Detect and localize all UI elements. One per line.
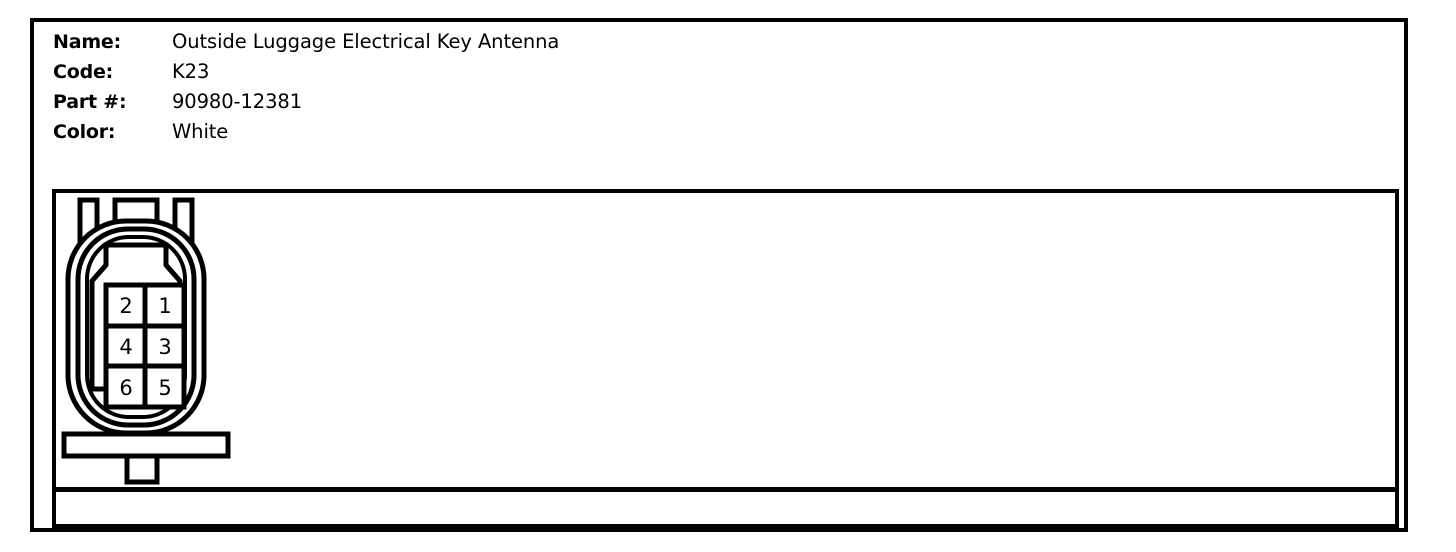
pin-number-6: 6 (119, 376, 132, 400)
pin-number-5: 5 (158, 376, 171, 400)
pin-number-1: 1 (158, 294, 171, 318)
spec-row-name: Name: Outside Luggage Electrical Key Ant… (53, 30, 953, 60)
part-spec-list: Name: Outside Luggage Electrical Key Ant… (53, 30, 953, 150)
spec-row-color: Color: White (53, 120, 953, 150)
connector-svg: 2 1 4 3 6 5 (61, 197, 231, 485)
bottom-alignment-tab (124, 453, 160, 485)
spec-value-part-number: 90980-12381 (172, 90, 303, 113)
bottom-flange (61, 431, 231, 459)
pin-number-2: 2 (119, 294, 132, 318)
spec-value-color: White (172, 120, 229, 143)
spec-row-part-number: Part #: 90980-12381 (53, 90, 953, 120)
spec-label-code: Code: (53, 61, 114, 83)
pin-number-3: 3 (158, 335, 171, 359)
spec-label-name: Name: (53, 31, 122, 53)
pin-grid: 2 1 4 3 6 5 (103, 282, 187, 410)
diagram-panel: 2 1 4 3 6 5 (52, 189, 1399, 528)
diagram-divider (56, 487, 1395, 492)
spec-label-part-number: Part #: (53, 91, 127, 113)
spec-value-name: Outside Luggage Electrical Key Antenna (172, 30, 560, 53)
spec-value-code: K23 (172, 60, 210, 83)
connector-pinout-diagram: 2 1 4 3 6 5 (58, 193, 244, 485)
part-info-card: Name: Outside Luggage Electrical Key Ant… (30, 18, 1408, 532)
spec-row-code: Code: K23 (53, 60, 953, 90)
pin-number-4: 4 (119, 335, 132, 359)
spec-label-color: Color: (53, 121, 116, 143)
